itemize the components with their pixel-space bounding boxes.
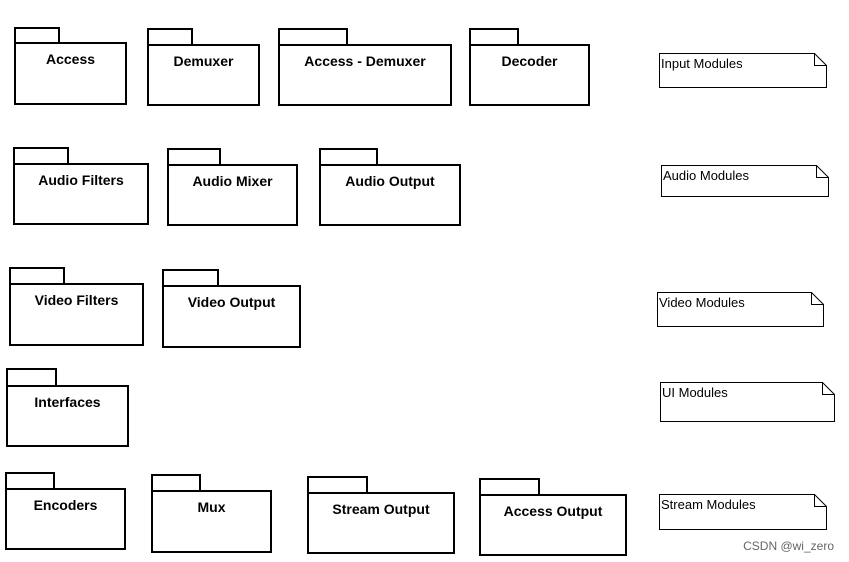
package-tab xyxy=(319,148,378,166)
package-tab xyxy=(278,28,348,46)
package-body: Audio Filters xyxy=(13,163,149,225)
note-label-ui-modules: UI Modules xyxy=(662,385,728,400)
note-stream-modules: Stream Modules xyxy=(659,494,827,530)
note-label-stream-modules: Stream Modules xyxy=(661,497,756,512)
package-tab xyxy=(307,476,368,494)
package-label-mux: Mux xyxy=(197,499,226,515)
package-tab xyxy=(469,28,519,46)
package-label-video-output: Video Output xyxy=(187,294,276,310)
note-label-video-modules: Video Modules xyxy=(659,295,745,310)
package-tab xyxy=(479,478,540,496)
package-body: Decoder xyxy=(469,44,590,106)
package-body: Access Output xyxy=(479,494,627,556)
note-label-input-modules: Input Modules xyxy=(661,56,743,71)
package-tab xyxy=(151,474,201,492)
note-shape xyxy=(659,494,827,530)
note-input-modules: Input Modules xyxy=(659,53,827,88)
package-audio-output: Audio Output xyxy=(319,148,461,226)
package-decoder: Decoder xyxy=(469,28,590,106)
package-label-audio-mixer: Audio Mixer xyxy=(192,173,273,189)
package-body: Video Output xyxy=(162,285,301,348)
package-audio-mixer: Audio Mixer xyxy=(167,148,298,226)
package-body: Stream Output xyxy=(307,492,455,554)
package-audio-filters: Audio Filters xyxy=(13,147,149,225)
package-tab xyxy=(147,28,193,46)
package-demuxer: Demuxer xyxy=(147,28,260,106)
package-access-output: Access Output xyxy=(479,478,627,556)
note-shape xyxy=(660,382,835,422)
watermark: CSDN @wi_zero xyxy=(743,539,834,553)
package-access-demuxer: Access - Demuxer xyxy=(278,28,452,106)
note-video-modules: Video Modules xyxy=(657,292,824,327)
package-tab xyxy=(162,269,219,287)
package-video-filters: Video Filters xyxy=(9,267,144,346)
package-body: Interfaces xyxy=(6,385,129,447)
package-label-encoders: Encoders xyxy=(33,497,98,513)
package-encoders: Encoders xyxy=(5,472,126,550)
package-label-audio-filters: Audio Filters xyxy=(38,172,124,188)
package-label-audio-output: Audio Output xyxy=(345,173,435,189)
package-tab xyxy=(6,368,57,387)
note-ui-modules: UI Modules xyxy=(660,382,835,422)
package-body: Audio Mixer xyxy=(167,164,298,226)
note-shape xyxy=(657,292,824,327)
package-label-interfaces: Interfaces xyxy=(34,394,101,410)
package-label-access-output: Access Output xyxy=(503,503,603,519)
package-access: Access xyxy=(14,27,127,105)
package-tab xyxy=(13,147,69,165)
package-body: Audio Output xyxy=(319,164,461,226)
package-body: Demuxer xyxy=(147,44,260,106)
note-label-audio-modules: Audio Modules xyxy=(663,168,749,183)
package-mux: Mux xyxy=(151,474,272,553)
package-label-stream-output: Stream Output xyxy=(332,501,430,517)
package-body: Access - Demuxer xyxy=(278,44,452,106)
package-label-demuxer: Demuxer xyxy=(173,53,234,69)
package-label-video-filters: Video Filters xyxy=(34,292,119,308)
package-video-output: Video Output xyxy=(162,269,301,348)
package-tab xyxy=(9,267,65,285)
note-audio-modules: Audio Modules xyxy=(661,165,829,197)
package-tab xyxy=(5,472,55,490)
package-tab xyxy=(14,27,60,44)
package-body: Video Filters xyxy=(9,283,144,346)
package-label-access: Access xyxy=(45,51,96,67)
note-shape xyxy=(661,165,829,197)
package-tab xyxy=(167,148,221,166)
package-body: Encoders xyxy=(5,488,126,550)
package-interfaces: Interfaces xyxy=(6,368,129,447)
package-stream-output: Stream Output xyxy=(307,476,455,554)
package-body: Mux xyxy=(151,490,272,553)
package-label-access-demuxer: Access - Demuxer xyxy=(304,53,426,69)
note-shape xyxy=(659,53,827,88)
package-label-decoder: Decoder xyxy=(501,53,558,69)
package-body: Access xyxy=(14,42,127,105)
